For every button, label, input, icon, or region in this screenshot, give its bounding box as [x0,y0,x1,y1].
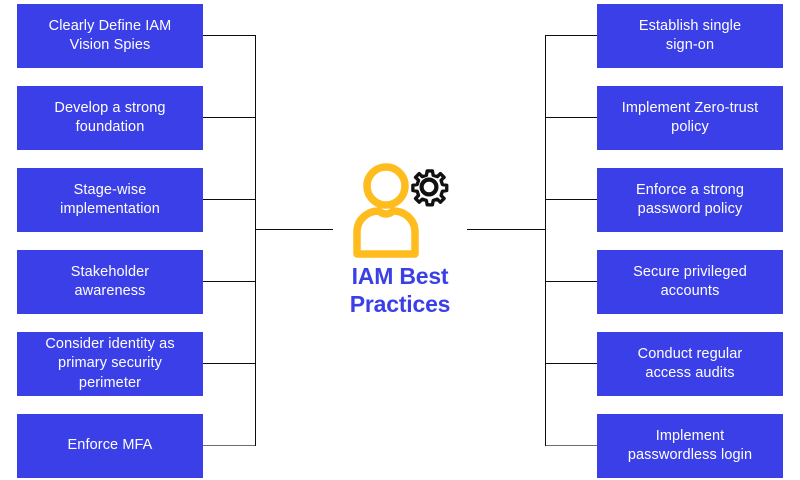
left-connector-spine [255,35,256,446]
right-node-6[interactable]: Implement passwordless login [597,414,783,478]
left-node-1-line1: Clearly Define IAM [48,17,172,34]
right-connector-stub-4 [545,281,598,282]
page-title-line2: Practices [349,291,451,318]
left-node-6-line1: Enforce MFA [67,437,153,454]
right-node-3[interactable]: Enforce a strong password policy [597,168,783,232]
right-node-5-line1: Conduct regular [637,345,743,362]
right-node-1-line1: Establish single [638,17,742,34]
right-node-4[interactable]: Secure privileged accounts [597,250,783,314]
user-gear-icon [353,163,449,258]
left-node-2[interactable]: Develop a strong foundation [17,86,203,150]
right-node-2-line2: policy [671,119,709,135]
left-connector-stub-3 [203,199,256,200]
right-node-6-line2: passwordless login [627,447,753,463]
right-node-2[interactable]: Implement Zero-trust policy [597,86,783,150]
right-node-3-line1: Enforce a strong [636,181,744,198]
left-node-5[interactable]: Consider identity as primary security pe… [17,332,203,396]
left-node-1-line2: Vision Spies [69,37,151,53]
right-node-5-line2: access audits [645,365,735,381]
right-node-3-line2: password policy [637,201,743,217]
right-node-4-line2: accounts [660,283,720,299]
page-title-line1: IAM Best [351,263,449,289]
left-node-4-line2: awareness [74,283,146,299]
left-connector-stub-4 [203,281,256,282]
right-connector-spine [545,35,546,446]
right-connector-stub-6 [545,445,598,446]
right-node-5[interactable]: Conduct regular access audits [597,332,783,396]
left-node-5-line1: Consider identity as [45,336,175,353]
left-node-3[interactable]: Stage-wise implementation [17,168,203,232]
left-node-3-line1: Stage-wise [73,181,147,198]
right-connector-stub-3 [545,199,598,200]
left-connector-stub-2 [203,117,256,118]
right-connector-stub-1 [545,35,598,36]
left-node-5-line3: perimeter [78,374,142,391]
left-node-4[interactable]: Stakeholder awareness [17,250,203,314]
left-connector-stub-5 [203,363,256,364]
left-node-3-line2: implementation [60,201,160,217]
right-node-1-line2: sign-on [665,37,715,53]
left-node-2-line2: foundation [75,119,145,135]
left-node-5-line2: primary security [58,355,162,372]
right-node-4-line1: Secure privileged [633,263,747,280]
right-connector-to-hub [467,229,545,230]
page-title: IAM Best Practices [350,262,451,318]
left-connector-stub-1 [203,35,256,36]
right-node-1[interactable]: Establish single sign-on [597,4,783,68]
right-connector-stub-5 [545,363,598,364]
right-node-6-line1: Implement [655,427,725,444]
left-connector-stub-6 [203,445,256,446]
left-connector-to-hub [255,229,333,230]
left-node-1[interactable]: Clearly Define IAM Vision Spies [17,4,203,68]
left-node-2-line1: Develop a strong [54,99,166,116]
right-node-2-line1: Implement Zero-trust [621,99,759,116]
right-connector-stub-2 [545,117,598,118]
left-node-4-line1: Stakeholder [70,263,150,280]
center-hub: IAM Best Practices [330,160,470,320]
left-node-6[interactable]: Enforce MFA [17,414,203,478]
